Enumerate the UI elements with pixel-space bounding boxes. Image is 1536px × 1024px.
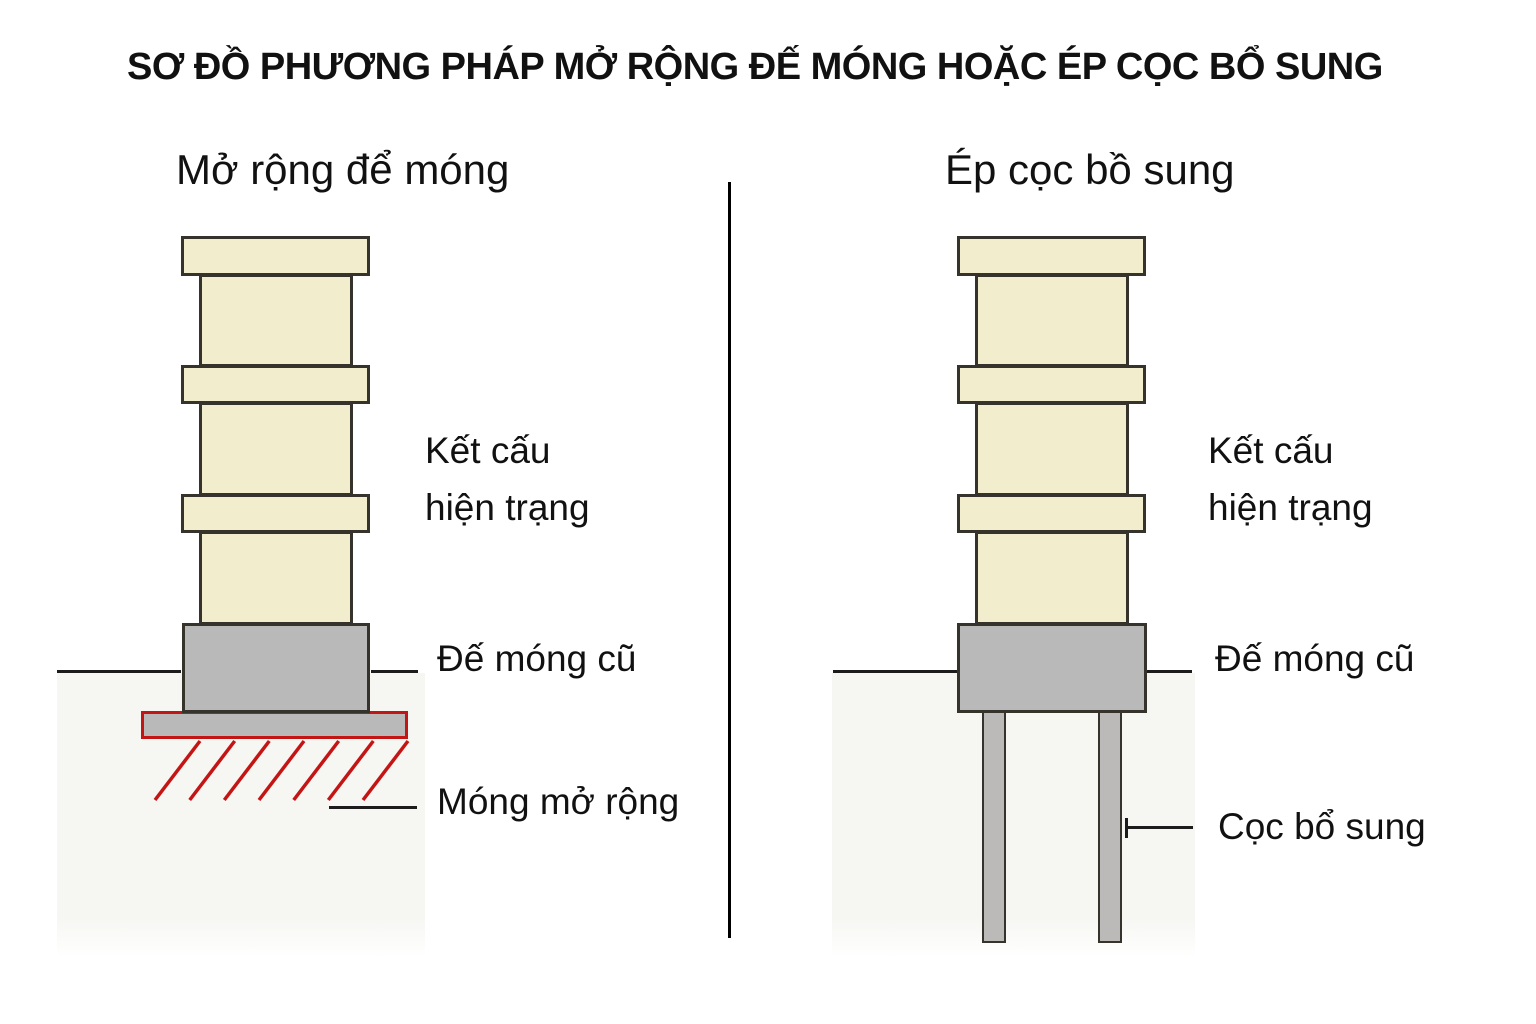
left-column-segment-2: [199, 402, 353, 496]
left-widened-slab-leader-line: [329, 806, 417, 809]
diagram-title: SƠ ĐỒ PHƯƠNG PHÁP MỞ RỘNG ĐẾ MÓNG HOẶC É…: [127, 46, 1383, 88]
left-old-footing-block: [182, 623, 370, 713]
left-soil-hatch-lines: [153, 739, 410, 802]
right-column-segment-1: [975, 274, 1129, 367]
left-floor-band-1: [181, 365, 370, 404]
left-structure-label-line1: Kết cấu: [425, 430, 551, 471]
left-column-segment-1: [199, 274, 353, 367]
left-cap-beam: [181, 236, 370, 276]
right-floor-band-2: [957, 494, 1146, 533]
right-ground-soil: [832, 673, 1195, 957]
right-pile-leader-line: [1127, 826, 1193, 829]
right-added-piles-label: Cọc bổ sung: [1218, 806, 1426, 847]
right-column-segment-3: [975, 531, 1129, 625]
left-widened-slab: [141, 711, 408, 739]
left-old-footing-label: Đế móng cũ: [437, 638, 637, 679]
right-floor-band-1: [957, 365, 1146, 404]
right-cap-beam: [957, 236, 1146, 276]
right-structure-label: Kết cấu hiện trạng: [1208, 422, 1373, 536]
right-structure-label-line1: Kết cấu: [1208, 430, 1334, 471]
panel-divider-line: [728, 182, 731, 938]
right-old-footing-label: Đế móng cũ: [1215, 638, 1415, 679]
left-panel-heading: Mở rộng để móng: [176, 146, 510, 193]
right-pile-left: [982, 710, 1006, 943]
right-ground-line-right-leader: [1147, 670, 1192, 673]
left-floor-band-2: [181, 494, 370, 533]
left-structure-label: Kết cấu hiện trạng: [425, 422, 590, 536]
right-ground-line-left: [833, 670, 957, 673]
right-old-footing-block: [957, 623, 1147, 713]
right-pile-right: [1098, 710, 1122, 943]
left-ground-line-right-leader: [371, 670, 418, 673]
right-column-segment-2: [975, 402, 1129, 496]
right-panel-heading: Ép cọc bồ sung: [945, 146, 1235, 193]
left-ground-line-left: [57, 670, 181, 673]
left-widened-footing-label: Móng mở rộng: [437, 781, 680, 822]
left-structure-label-line2: hiện trạng: [425, 487, 590, 528]
left-column-segment-3: [199, 531, 353, 625]
right-structure-label-line2: hiện trạng: [1208, 487, 1373, 528]
right-pile-leader-tick: [1125, 818, 1128, 838]
